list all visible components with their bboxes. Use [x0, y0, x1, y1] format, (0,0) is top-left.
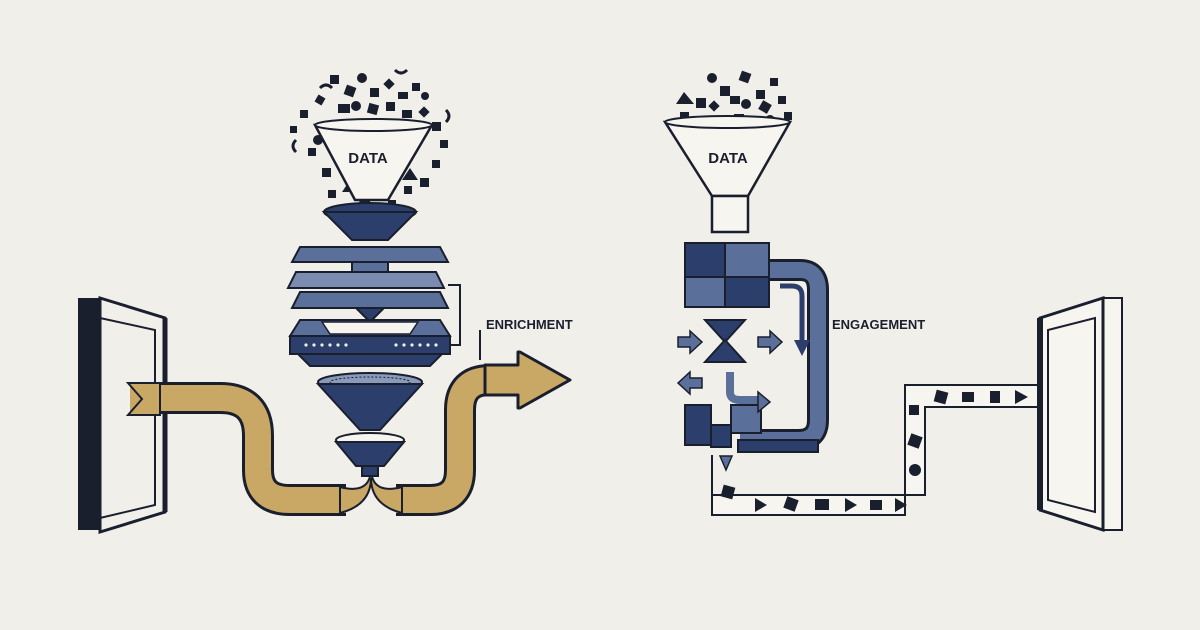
- left-data-label: DATA: [348, 150, 388, 167]
- right-data-label: DATA: [708, 150, 748, 167]
- right-panel: DATA: [662, 70, 1123, 533]
- enrichment-bracket: [448, 284, 461, 346]
- enrichment-stack: [286, 202, 452, 477]
- engagement-loop: [740, 259, 829, 451]
- left-panel: DATA: [78, 68, 573, 535]
- engagement-arrows: [676, 329, 784, 472]
- left-data-funnel: DATA: [312, 118, 435, 202]
- gold-pipe: [125, 350, 572, 516]
- right-data-funnel: DATA: [662, 115, 793, 234]
- engagement-blocks: [684, 242, 819, 453]
- enrichment-label: ENRICHMENT: [486, 317, 573, 332]
- right-door: [1037, 295, 1123, 533]
- engagement-label: ENGAGEMENT: [832, 317, 925, 332]
